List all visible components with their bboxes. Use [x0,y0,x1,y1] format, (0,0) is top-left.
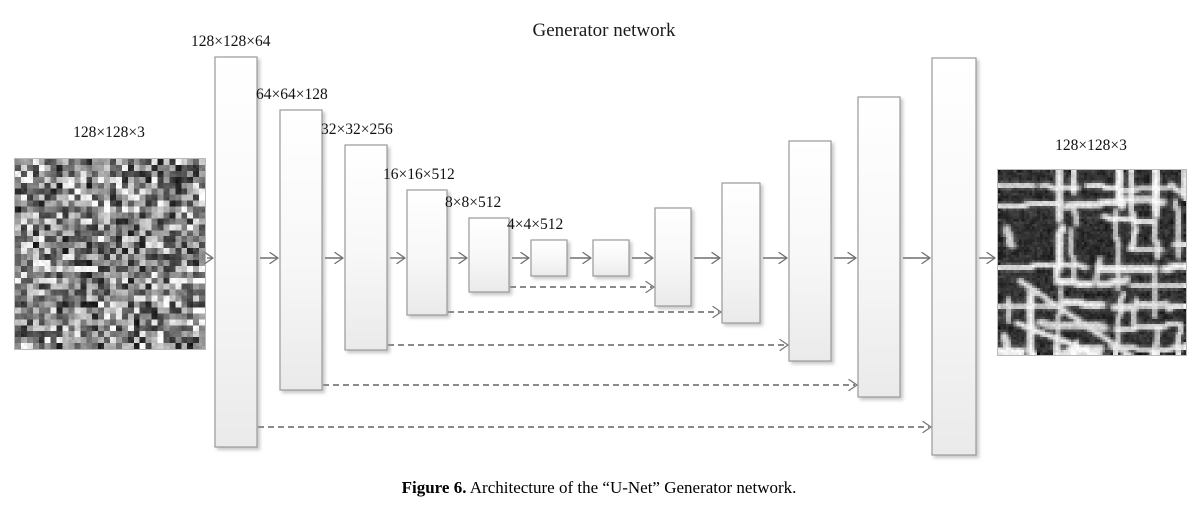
input-image-label: 128×128×3 [73,124,145,141]
arrow-head-icon [712,305,722,319]
decoder-block-4 [857,96,901,398]
arrow-head-icon [847,251,857,265]
arrow-head-icon [458,251,468,265]
encoder-block-1 [214,56,258,448]
bottleneck-block [592,239,630,277]
output-image [997,169,1187,356]
arrow-head-icon [922,420,932,434]
output-image-label: 128×128×3 [1055,137,1127,154]
arrow-head-icon [986,251,996,265]
encoder-block-5 [468,217,510,293]
encoder-block-4 [406,189,448,316]
network-diagram: Generator network 128×128×3 128×128×3 [14,20,1187,456]
arrow-head-icon [334,251,344,265]
arrow-head-icon [520,251,530,265]
arrow-head-icon [779,338,789,352]
encoder-block-label-6: 4×4×512 [507,216,564,233]
encoder-block-6 [530,239,568,277]
arrow-head-icon [582,251,592,265]
encoder-block-label-2: 64×64×128 [256,86,328,103]
network-svg [204,56,996,456]
arrow-head-icon [204,251,214,265]
arrow-head-icon [396,251,406,265]
input-image [14,158,206,350]
arrow-head-icon [645,280,655,294]
encoder-block-label-4: 16×16×512 [383,166,455,183]
arrow-head-icon [644,251,654,265]
arrow-head-icon [848,378,858,392]
decoder-block-5 [931,57,977,456]
caption-label: Figure 6. [401,478,467,497]
diagram-title: Generator network [532,20,676,41]
decoder-block-1 [654,207,692,307]
arrow-head-icon [711,251,721,265]
arrow-head-icon [269,251,279,265]
encoder-block-label-3: 32×32×256 [321,121,393,138]
arrow-head-icon [778,251,788,265]
caption-text: Architecture of the “U-Net” Generator ne… [466,478,797,497]
arrow-head-icon [921,251,931,265]
decoder-block-2 [721,182,761,324]
encoder-block-label-1: 128×128×64 [191,33,271,50]
decoder-block-3 [788,140,832,362]
encoder-block-2 [279,109,323,391]
encoder-block-label-5: 8×8×512 [445,194,502,211]
figure-caption: Figure 6. Architecture of the “U-Net” Ge… [0,478,1198,498]
encoder-block-3 [344,144,388,351]
